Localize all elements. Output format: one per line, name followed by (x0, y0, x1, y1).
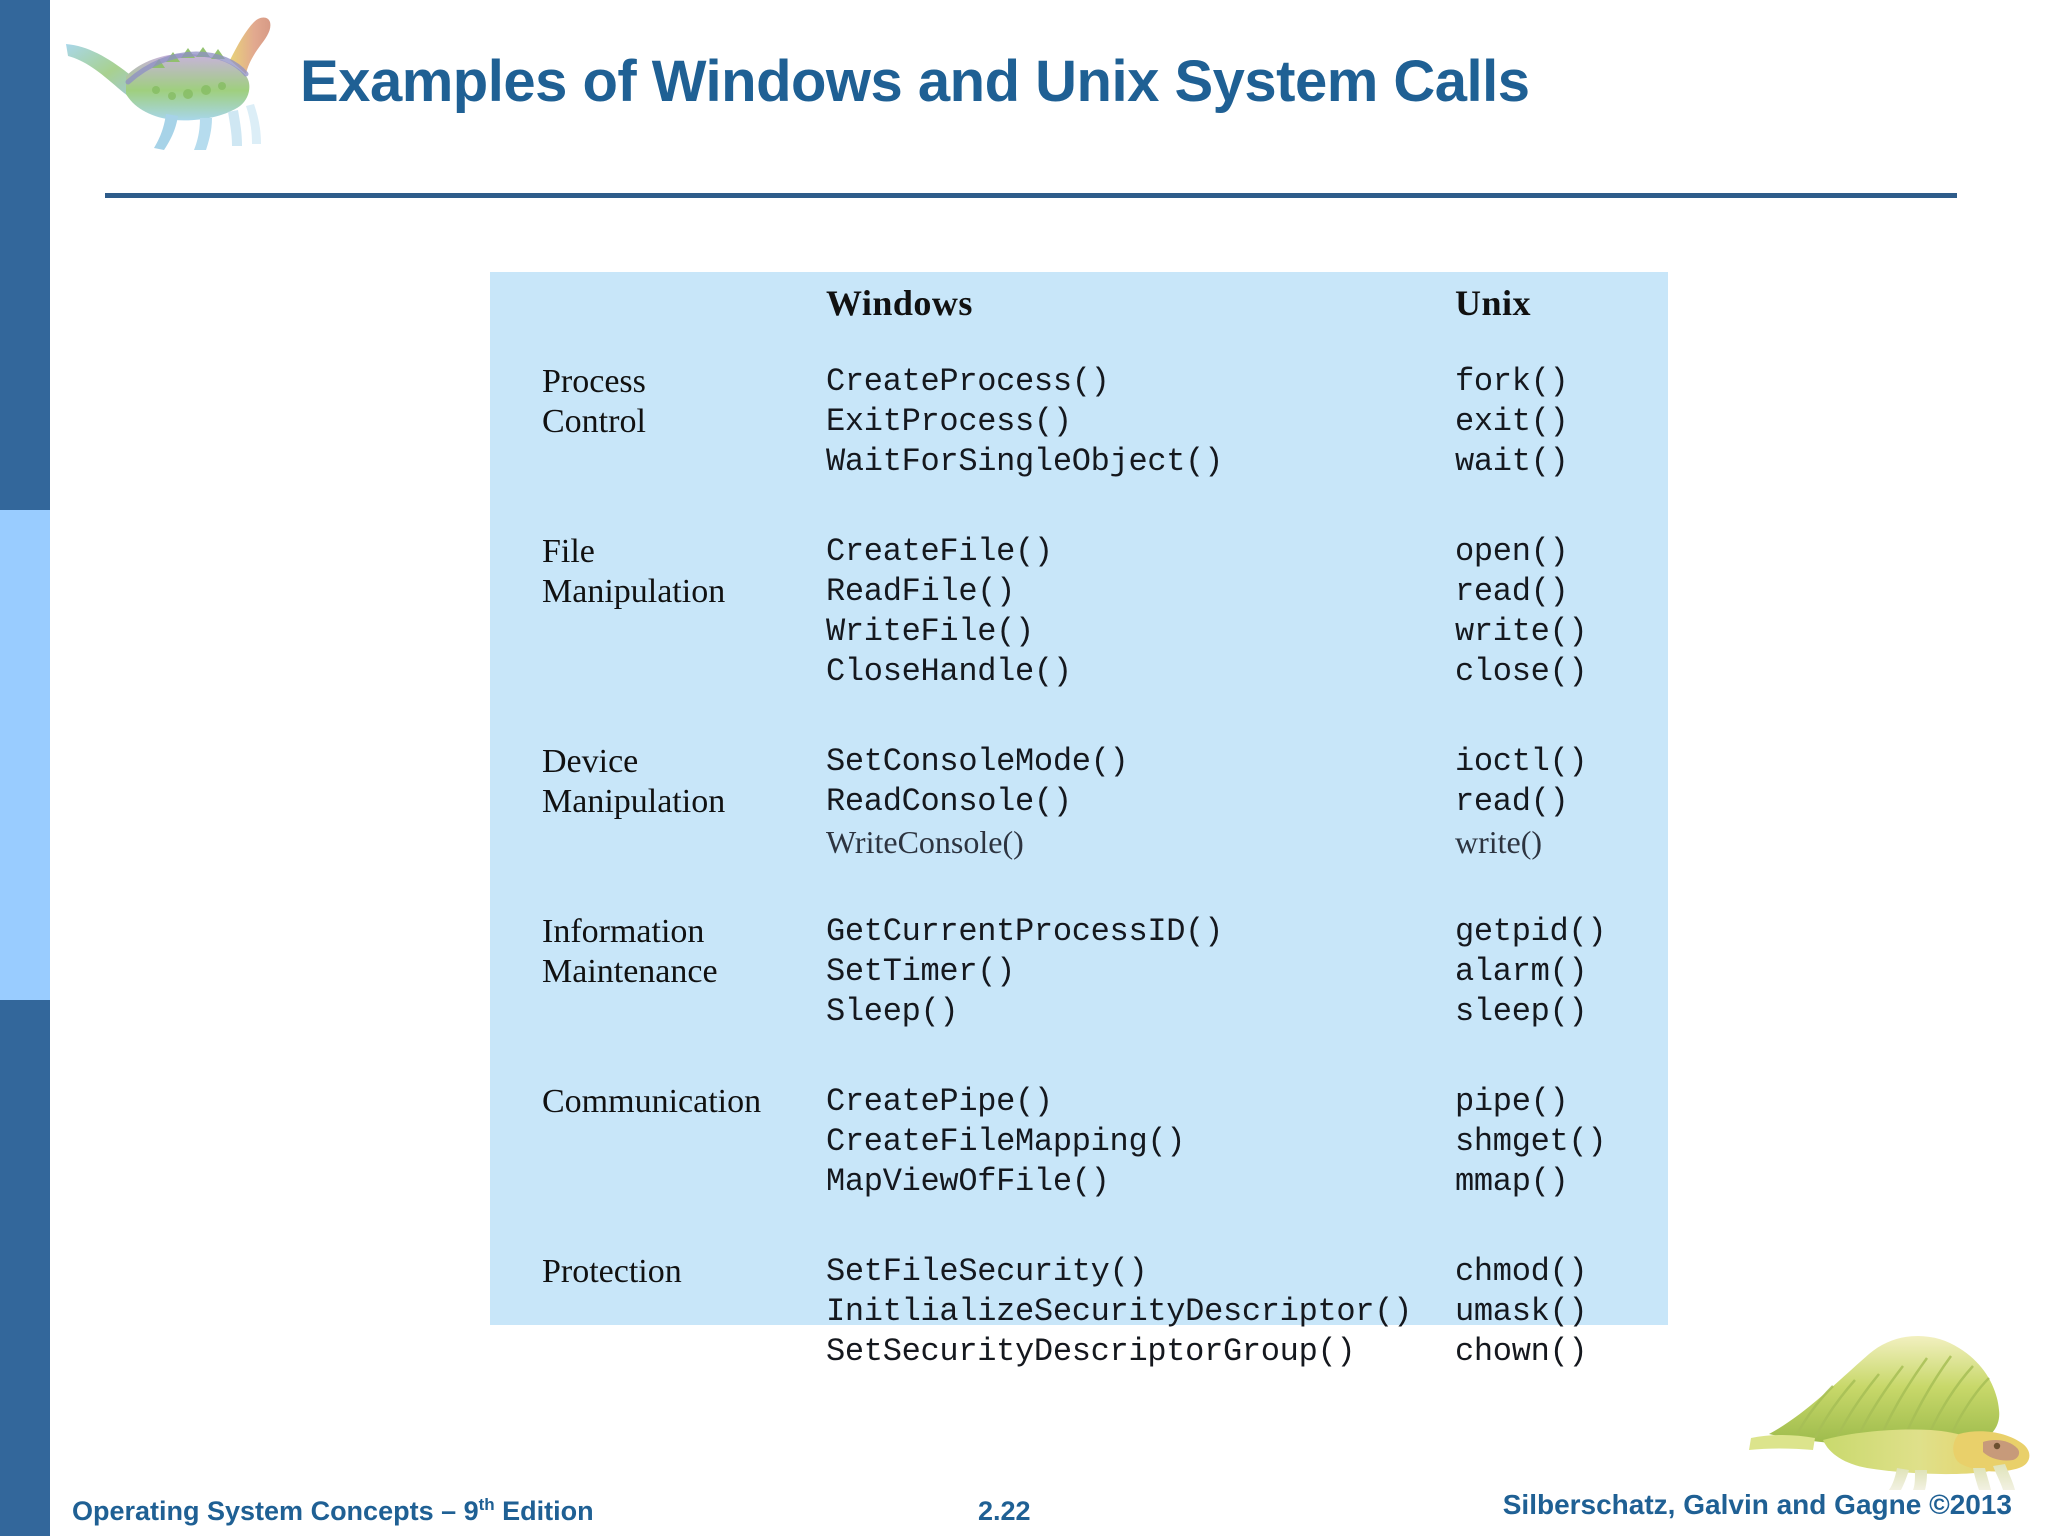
dinosaur-icon (60, 2, 275, 152)
unix-call: ioctl() (1455, 743, 1588, 780)
category-label: File (542, 533, 595, 570)
category-label: Process (542, 363, 646, 400)
dimetrodon-icon (1745, 1330, 2040, 1490)
page-number: 2.22 (978, 1496, 1031, 1526)
unix-cell: fork()exit()wait() (1455, 362, 1655, 482)
unix-call: sleep() (1455, 993, 1588, 1030)
unix-call: alarm() (1455, 953, 1588, 990)
left-decorative-sidebar (0, 0, 50, 1536)
windows-call: WriteFile() (826, 613, 1034, 650)
category-cell: Protection (542, 1252, 822, 1292)
windows-call: CreatePipe() (826, 1083, 1053, 1120)
unix-call: wait() (1455, 443, 1569, 480)
windows-call: ReadFile() (826, 573, 1016, 610)
unix-call: close() (1455, 653, 1588, 690)
footer-book-suffix: Edition (494, 1496, 594, 1526)
column-header-windows: Windows (826, 283, 973, 323)
category-label: Protection (542, 1253, 682, 1290)
unix-call: fork() (1455, 363, 1569, 400)
unix-cell: chmod()umask()chown() (1455, 1252, 1655, 1372)
category-cell: Communication (542, 1082, 822, 1122)
category-label: Communication (542, 1083, 762, 1120)
page-title: Examples of Windows and Unix System Call… (300, 49, 1530, 114)
category-label: Control (542, 403, 646, 440)
sidebar-segment-middle (0, 510, 50, 1000)
windows-call: ReadConsole() (826, 783, 1072, 820)
windows-call: CloseHandle() (826, 653, 1072, 690)
category-label: Maintenance (542, 953, 718, 990)
title-divider (105, 193, 1957, 198)
unix-call: write() (1455, 824, 1543, 860)
unix-cell: ioctl()read() write() (1455, 742, 1655, 862)
table-row: Protection SetFileSecurity()InitlializeSe… (490, 1252, 1668, 1372)
windows-call: InitlializeSecurityDescriptor() (826, 1293, 1412, 1330)
windows-call: GetCurrentProcessID() (826, 913, 1223, 950)
category-label: Manipulation (542, 573, 726, 610)
unix-call: open() (1455, 533, 1569, 570)
windows-call: SetConsoleMode() (826, 743, 1129, 780)
unix-call: pipe() (1455, 1083, 1569, 1120)
footer-book-title: Operating System Concepts – 9th Edition (72, 1495, 594, 1527)
windows-call: CreateFile() (826, 533, 1053, 570)
unix-call: mmap() (1455, 1163, 1569, 1200)
unix-cell: pipe()shmget()mmap() (1455, 1082, 1655, 1202)
windows-call: CreateProcess() (826, 363, 1110, 400)
category-label: Information (542, 913, 705, 950)
windows-cell: CreatePipe()CreateFileMapping()MapViewOf… (826, 1082, 1456, 1202)
unix-cell: getpid()alarm()sleep() (1455, 912, 1655, 1032)
windows-call: SetSecurityDescriptorGroup() (826, 1333, 1356, 1370)
windows-call: MapViewOfFile() (826, 1163, 1110, 1200)
unix-call: read() (1455, 783, 1569, 820)
windows-call: CreateFileMapping() (826, 1123, 1186, 1160)
windows-cell: SetConsoleMode()ReadConsole() WriteConsol… (826, 742, 1456, 862)
unix-call: chmod() (1455, 1253, 1588, 1290)
unix-call: exit() (1455, 403, 1569, 440)
windows-cell: GetCurrentProcessID()SetTimer()Sleep() (826, 912, 1456, 1032)
table-row: Communication CreatePipe()CreateFileMappi… (490, 1082, 1668, 1202)
unix-call: write() (1455, 613, 1588, 650)
unix-cell: open()read()write()close() (1455, 532, 1655, 692)
sidebar-segment-top (0, 0, 50, 510)
column-header-unix: Unix (1455, 283, 1532, 323)
footer-book-ordinal: th (478, 1495, 495, 1514)
windows-cell: CreateFile()ReadFile()WriteFile()CloseHa… (826, 532, 1456, 692)
unix-call: umask() (1455, 1293, 1588, 1330)
category-label: Device (542, 743, 639, 780)
windows-cell: SetFileSecurity()InitlializeSecurityDesc… (826, 1252, 1456, 1372)
windows-call: WaitForSingleObject() (826, 443, 1223, 480)
windows-call: Sleep() (826, 993, 959, 1030)
unix-call: read() (1455, 573, 1569, 610)
windows-call: ExitProcess() (826, 403, 1072, 440)
sidebar-segment-bottom (0, 1000, 50, 1536)
unix-call: getpid() (1455, 913, 1607, 950)
unix-call: shmget() (1455, 1123, 1607, 1160)
footer-copyright: Silberschatz, Galvin and Gagne ©2013 (1502, 1489, 2012, 1520)
footer-book-prefix: Operating System Concepts – 9 (72, 1496, 479, 1526)
table-header-row: Windows Unix (490, 282, 1668, 332)
unix-call: chown() (1455, 1333, 1588, 1370)
category-label: Manipulation (542, 783, 726, 820)
windows-call: SetFileSecurity() (826, 1253, 1148, 1290)
windows-call: WriteConsole() (826, 824, 1024, 860)
windows-call: SetTimer() (826, 953, 1016, 990)
windows-cell: CreateProcess()ExitProcess()WaitForSingl… (826, 362, 1456, 482)
